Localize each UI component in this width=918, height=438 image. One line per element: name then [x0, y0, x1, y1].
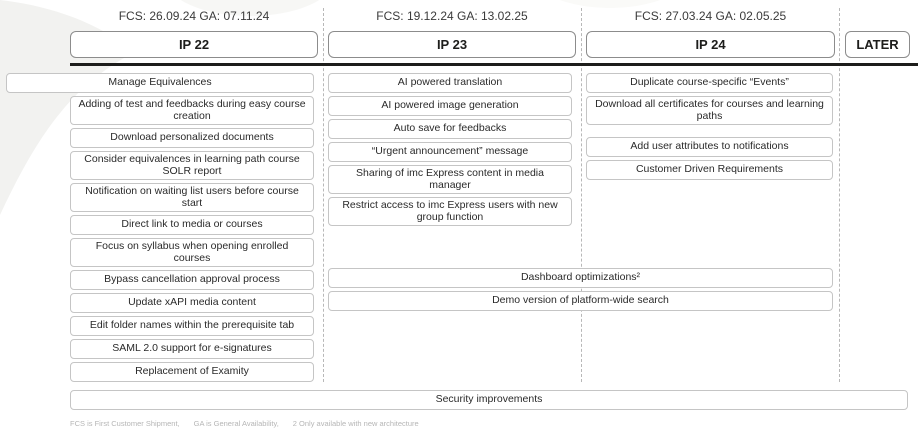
cross-column-item: Dashboard optimizations²: [328, 268, 833, 288]
header-underline: [70, 63, 918, 66]
roadmap-item: “Urgent announcement” message: [328, 142, 572, 162]
roadmap-item: Direct link to media or courses: [70, 215, 314, 235]
roadmap-item: Update xAPI media content: [70, 293, 314, 313]
roadmap-item: AI powered image generation: [328, 96, 572, 116]
roadmap-item: Download all certificates for courses an…: [586, 96, 833, 125]
column-ip24: Duplicate course-specific “Events” Downl…: [586, 73, 833, 183]
roadmap-item: Customer Driven Requirements: [586, 160, 833, 180]
roadmap-item: Consider equivalences in learning path c…: [70, 151, 314, 180]
release-header-later: LATER: [845, 31, 910, 58]
security-row: Security improvements: [70, 390, 908, 410]
roadmap-item: Notification on waiting list users befor…: [70, 183, 314, 212]
footnote-architecture: 2 Only available with new architecture: [292, 419, 419, 428]
roadmap-item: Restrict access to imc Express users wit…: [328, 197, 572, 226]
roadmap-item: Adding of test and feedbacks during easy…: [70, 96, 314, 125]
fcs-ga-label-ip22: FCS: 26.09.24 GA: 07.11.24: [118, 9, 270, 23]
roadmap-item: Bypass cancellation approval process: [70, 270, 314, 290]
security-improvements-item: Security improvements: [70, 390, 908, 410]
column-separator: [839, 8, 840, 382]
roadmap-item: Sharing of imc Express content in media …: [328, 165, 572, 194]
roadmap-item: Auto save for feedbacks: [328, 119, 572, 139]
roadmap-item: Manage Equivalences: [6, 73, 314, 93]
release-header-ip22: IP 22: [70, 31, 318, 58]
release-header-ip23: IP 23: [328, 31, 576, 58]
roadmap-item: Duplicate course-specific “Events”: [586, 73, 833, 93]
footnote: FCS is First Customer Shipment, GA is Gen…: [70, 419, 433, 428]
roadmap-item: SAML 2.0 support for e-signatures: [70, 339, 314, 359]
roadmap-item: Add user attributes to notifications: [586, 137, 833, 157]
column-ip22: Manage Equivalences Adding of test and f…: [6, 73, 314, 385]
footnote-ga: GA is General Availability,: [193, 419, 279, 428]
roadmap-item: Download personalized documents: [70, 128, 314, 148]
release-header-ip24: IP 24: [586, 31, 835, 58]
roadmap-item: Edit folder names within the prerequisit…: [70, 316, 314, 336]
fcs-ga-label-ip23: FCS: 19.12.24 GA: 13.02.25: [376, 9, 528, 23]
roadmap-item: AI powered translation: [328, 73, 572, 93]
column-separator: [323, 8, 324, 382]
column-ip23: AI powered translation AI powered image …: [328, 73, 572, 229]
footnote-fcs: FCS is First Customer Shipment,: [70, 419, 180, 428]
cross-column-item: Demo version of platform-wide search: [328, 291, 833, 311]
column-separator: [581, 8, 582, 382]
fcs-ga-label-ip24: FCS: 27.03.24 GA: 02.05.25: [634, 9, 787, 23]
roadmap-item: Replacement of Examity: [70, 362, 314, 382]
roadmap-item: Focus on syllabus when opening enrolled …: [70, 238, 314, 267]
cross-column-rows: Dashboard optimizations² Demo version of…: [328, 268, 833, 314]
